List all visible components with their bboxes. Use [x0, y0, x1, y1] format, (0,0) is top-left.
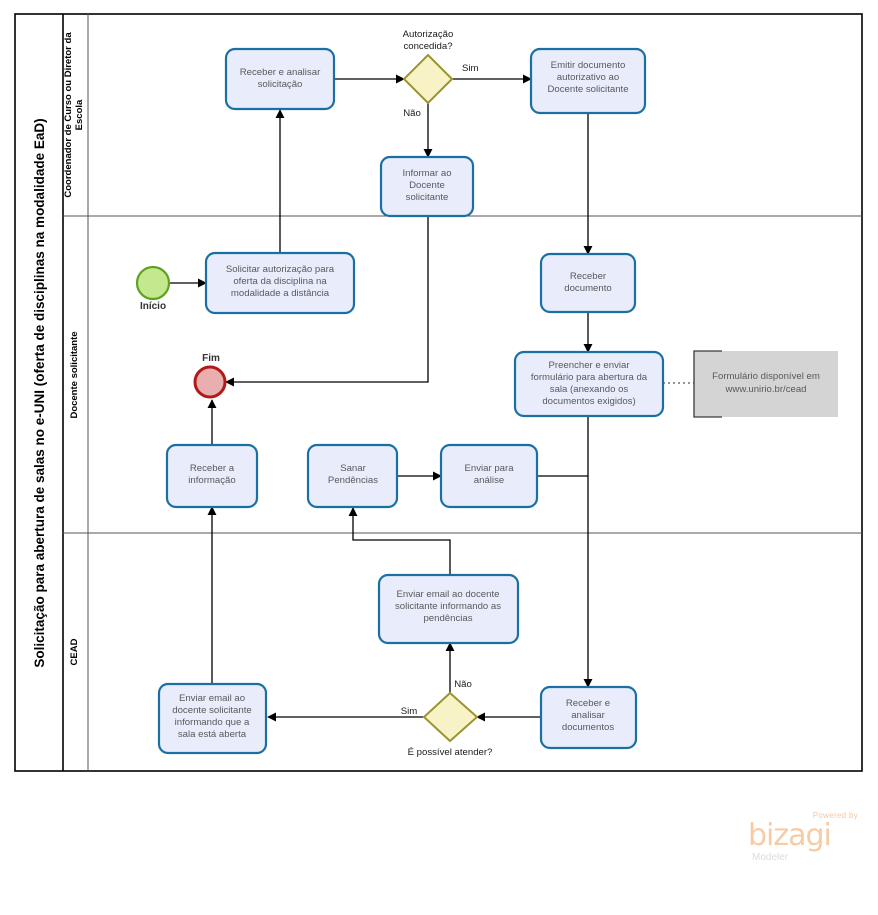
- task-label: modalidade a distância: [231, 288, 330, 299]
- task-receber-analisar-documentos[interactable]: Receber e analisar documentos: [539, 685, 638, 750]
- lane-title-docente: Docente solicitante: [69, 331, 80, 418]
- lane-label-coordenador-line2: Escola: [74, 99, 85, 130]
- task-label: Receber e: [566, 698, 610, 709]
- task-enviar-email-pendencias[interactable]: Enviar email ao docente solicitante info…: [377, 573, 520, 645]
- gateway-no-label: Não: [454, 679, 472, 690]
- task-label: Docente: [409, 180, 445, 191]
- bizagi-wordmark: bizagi: [748, 818, 832, 853]
- task-enviar-email-sala-aberta[interactable]: Enviar email ao docente solicitante info…: [157, 682, 268, 755]
- task-label: informando que a: [175, 717, 250, 728]
- task-label: documentos exigidos): [542, 396, 635, 407]
- task-label: pendências: [423, 613, 472, 624]
- task-solicitar-autorizacao[interactable]: Solicitar autorização para oferta da dis…: [204, 251, 356, 315]
- sequence-flows: [169, 74, 694, 722]
- lane-title-coordenador: Coordenador de Curso ou Diretor da Escol…: [63, 32, 85, 198]
- task-label: Solicitar autorização para: [226, 264, 335, 275]
- start-event-inicio[interactable]: Início: [135, 265, 171, 312]
- start-event-label: Início: [140, 301, 166, 312]
- task-enviar-para-analise[interactable]: Enviar para análise: [439, 443, 539, 509]
- powered-by-label: Powered by: [812, 811, 858, 820]
- task-label: autorizativo ao: [557, 72, 619, 83]
- task-label: informação: [188, 475, 235, 486]
- lane-label-docente: Docente solicitante: [69, 331, 80, 418]
- lane-title-cead: CEAD: [69, 638, 80, 665]
- task-preencher-enviar-formulario[interactable]: Preencher e enviar formulário para abert…: [513, 350, 665, 418]
- task-label: Enviar para: [464, 463, 514, 474]
- gateway-autorizacao-concedida[interactable]: Autorização concedida? Sim Não: [402, 29, 479, 119]
- task-label: formulário para abertura da: [531, 372, 648, 383]
- task-label: Emitir documento: [551, 60, 626, 71]
- task-label: Pendências: [328, 475, 378, 486]
- task-label: documento: [564, 283, 611, 294]
- task-label: oferta da disciplina na: [233, 276, 327, 287]
- task-label: analisar: [571, 710, 605, 721]
- task-label: sala (anexando os: [550, 384, 629, 395]
- task-label: docente solicitante: [172, 705, 251, 716]
- task-label: Enviar email ao: [179, 693, 245, 704]
- annotation-label: Formulário disponível em: [712, 371, 820, 382]
- pool-frame: [14, 13, 863, 772]
- gateway-yes-label: Sim: [462, 63, 479, 74]
- task-label: análise: [474, 475, 504, 486]
- annotation-label: www.unirio.br/cead: [724, 384, 806, 395]
- bizagi-branding: Powered by bizagi Modeler: [748, 811, 860, 863]
- task-receber-documento[interactable]: Receber documento: [539, 252, 637, 314]
- flow-pendencias-to-sanar: [348, 507, 451, 575]
- gateway-question-line2: concedida?: [403, 41, 452, 52]
- gateway-question: É possível atender?: [408, 747, 493, 758]
- gateway-yes-label: Sim: [401, 706, 418, 717]
- pool-title-text: Solicitação para abertura de salas no e-…: [32, 118, 47, 667]
- task-receber-informacao[interactable]: Receber a informação: [165, 443, 259, 509]
- bizagi-product-label: Modeler: [752, 852, 789, 863]
- task-label: solicitante: [406, 192, 449, 203]
- task-label: Informar ao: [402, 168, 451, 179]
- pool-title: Solicitação para abertura de salas no e-…: [32, 118, 47, 667]
- task-emitir-documento[interactable]: Emitir documento autorizativo ao Docente…: [529, 47, 647, 115]
- task-label: solicitante informando as: [395, 601, 501, 612]
- end-event-label: Fim: [202, 353, 220, 364]
- task-label: Receber: [570, 271, 607, 282]
- end-event-fim[interactable]: Fim: [193, 353, 227, 399]
- flow-informar-to-fim: [225, 216, 429, 387]
- gateway-no-label: Não: [403, 108, 421, 119]
- gateway-possivel-atender[interactable]: É possível atender? Sim Não: [401, 679, 493, 758]
- lane-label-coordenador-line1: Coordenador de Curso ou Diretor da: [63, 32, 74, 198]
- task-label: Receber e analisar: [240, 67, 321, 78]
- annotation-formulario: Formulário disponível em www.unirio.br/c…: [693, 350, 838, 418]
- gateway-question-line1: Autorização: [403, 29, 454, 40]
- task-label: Receber a: [190, 463, 235, 474]
- task-receber-analisar-solicitacao[interactable]: Receber e analisar solicitação: [224, 47, 336, 111]
- task-label: Docente solicitante: [547, 84, 628, 95]
- task-label: documentos: [562, 722, 614, 733]
- task-label: solicitação: [258, 79, 303, 90]
- task-label: Enviar email ao docente: [397, 589, 500, 600]
- task-label: Preencher e enviar: [548, 360, 630, 371]
- lane-label-cead: CEAD: [69, 638, 80, 665]
- task-informar-docente[interactable]: Informar ao Docente solicitante: [379, 155, 475, 218]
- task-label: Sanar: [340, 463, 366, 474]
- task-sanar-pendencias[interactable]: Sanar Pendências: [306, 443, 399, 509]
- task-label: sala está aberta: [178, 729, 247, 740]
